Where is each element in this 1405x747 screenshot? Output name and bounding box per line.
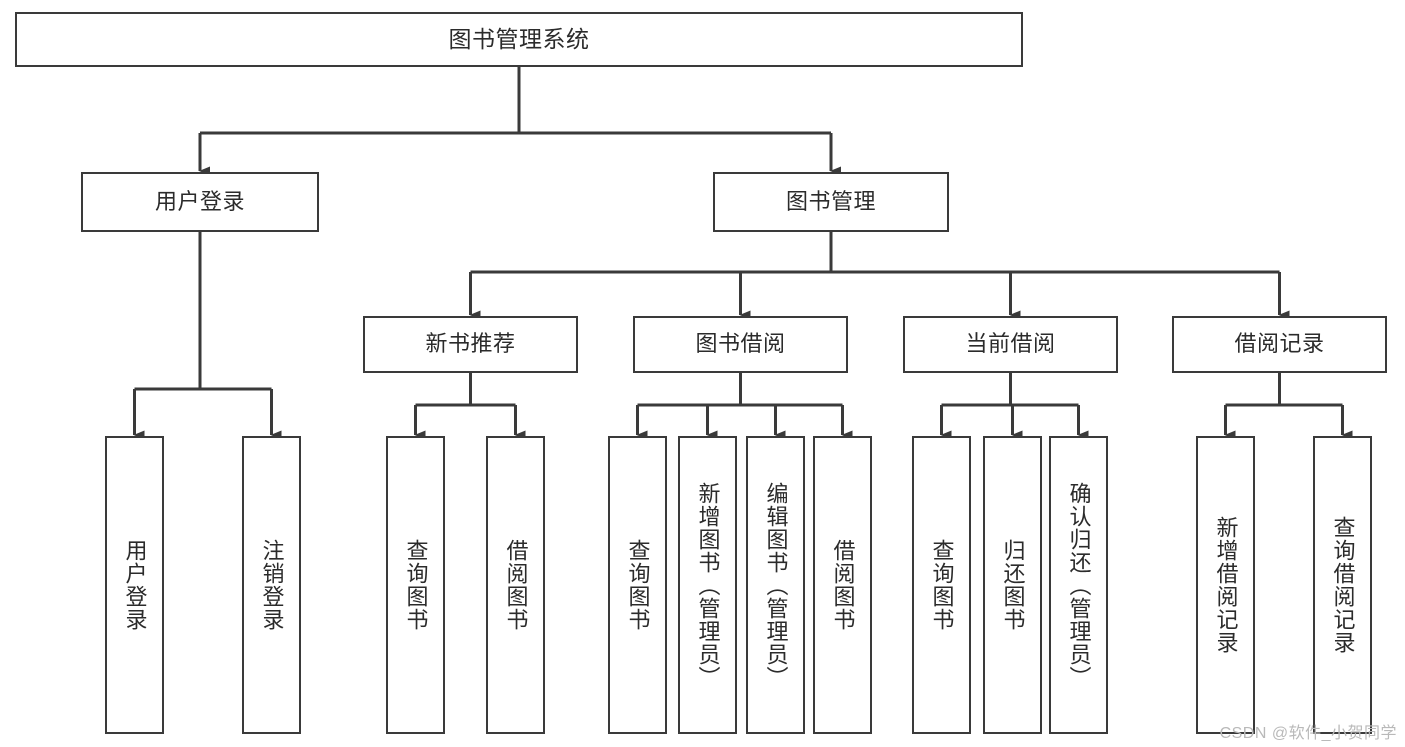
node-leaf-borrow-book-2[interactable]: 借阅图书 [813, 436, 872, 734]
node-leaf-add-record[interactable]: 新增借阅记录 [1196, 436, 1255, 734]
node-label-leaf-query-book-3: 查询图书 [929, 539, 955, 631]
connector-lines [133, 67, 1353, 440]
node-label-leaf-add-record: 新增借阅记录 [1213, 516, 1239, 654]
node-label-root: 图书管理系统 [448, 25, 590, 52]
node-leaf-edit-book[interactable]: 编辑图书（管理员） [746, 436, 805, 734]
node-label-leaf-return-book: 归还图书 [1000, 539, 1026, 631]
node-label-leaf-query-book-2: 查询图书 [625, 539, 651, 631]
node-leaf-query-record[interactable]: 查询借阅记录 [1313, 436, 1372, 734]
node-leaf-query-book-1[interactable]: 查询图书 [386, 436, 445, 734]
node-label-leaf-confirm-return: 确认归还（管理员） [1066, 481, 1092, 689]
node-label-leaf-logout: 注销登录 [259, 539, 285, 631]
node-book-manage[interactable]: 图书管理 [713, 172, 949, 232]
node-label-leaf-borrow-book-1: 借阅图书 [503, 539, 529, 631]
node-leaf-logout[interactable]: 注销登录 [242, 436, 301, 734]
node-current-borrow[interactable]: 当前借阅 [903, 316, 1118, 373]
node-root[interactable]: 图书管理系统 [15, 12, 1023, 67]
node-label-borrow-record: 借阅记录 [1234, 331, 1325, 357]
watermark-text: CSDN @软件_小贺同学 [1219, 725, 1397, 742]
node-label-leaf-user-login: 用户登录 [122, 539, 148, 631]
node-user-login[interactable]: 用户登录 [81, 172, 319, 232]
node-label-new-book-recommend: 新书推荐 [425, 331, 516, 357]
node-book-borrow[interactable]: 图书借阅 [633, 316, 848, 373]
node-label-leaf-add-book: 新增图书（管理员） [695, 481, 721, 689]
node-leaf-return-book[interactable]: 归还图书 [983, 436, 1042, 734]
node-label-leaf-query-book-1: 查询图书 [403, 539, 429, 631]
node-leaf-borrow-book-1[interactable]: 借阅图书 [486, 436, 545, 734]
node-leaf-query-book-3[interactable]: 查询图书 [912, 436, 971, 734]
node-new-book-recommend[interactable]: 新书推荐 [363, 316, 578, 373]
node-label-book-borrow: 图书借阅 [695, 331, 786, 357]
node-label-leaf-query-record: 查询借阅记录 [1330, 516, 1356, 654]
node-leaf-query-book-2[interactable]: 查询图书 [608, 436, 667, 734]
node-leaf-confirm-return[interactable]: 确认归还（管理员） [1049, 436, 1108, 734]
node-label-leaf-borrow-book-2: 借阅图书 [830, 539, 856, 631]
node-borrow-record[interactable]: 借阅记录 [1172, 316, 1387, 373]
node-label-user-login: 用户登录 [154, 188, 245, 214]
node-label-leaf-edit-book: 编辑图书（管理员） [763, 481, 789, 689]
node-label-current-borrow: 当前借阅 [965, 331, 1056, 357]
node-leaf-add-book[interactable]: 新增图书（管理员） [678, 436, 737, 734]
node-leaf-user-login[interactable]: 用户登录 [105, 436, 164, 734]
node-label-book-manage: 图书管理 [785, 188, 876, 214]
